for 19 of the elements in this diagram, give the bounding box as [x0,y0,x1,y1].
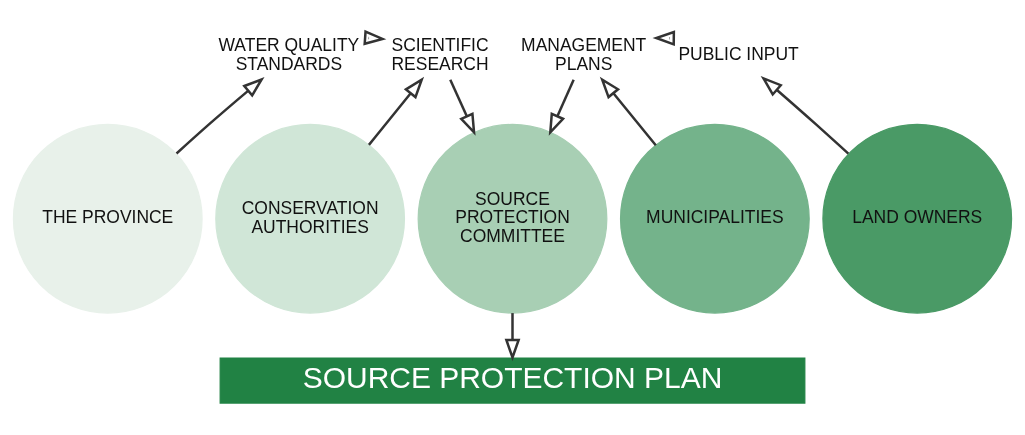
node-text: MANAGEMENT PLANS [521,34,647,74]
arrow [367,76,425,146]
arrow [175,77,265,155]
arrow [504,313,521,362]
node-text: PUBLIC INPUT [678,44,799,65]
arrow [652,30,676,47]
node-text: SCIENTIFIC RESEARCH [391,34,489,74]
arrow [760,75,850,155]
node-circle: SOURCE PROTECTION COMMITTEE [417,123,608,314]
node-circle: THE PROVINCE [12,123,203,314]
node-circle: CONSERVATION AUTHORITIES [215,123,406,314]
node-circle: LAND OWNERS [822,123,1013,314]
node-box: SOURCE PROTECTION PLAN [219,357,806,404]
arrow [363,29,387,46]
arrow [449,79,476,136]
arrow [599,76,657,146]
node-circle: MUNICIPALITIES [619,123,810,314]
arrow [548,79,575,136]
node-text: WATER QUALITY STANDARDS [218,34,360,74]
